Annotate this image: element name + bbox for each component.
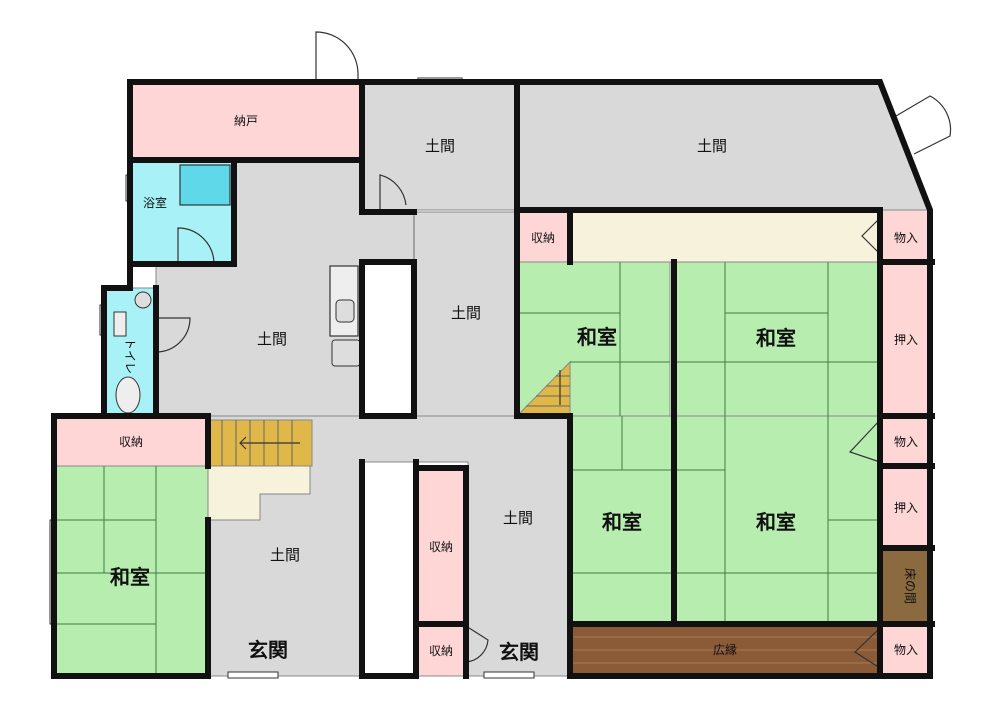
label-doma-south: 土間	[503, 509, 533, 527]
door-swing-monoire1	[861, 217, 881, 255]
label-washitsu-ne-small: 和室	[577, 325, 617, 349]
label-doma-center: 土間	[451, 304, 481, 322]
walls	[51, 79, 935, 679]
label-genkan-west: 玄関	[248, 638, 288, 662]
bathtub-icon	[179, 164, 231, 206]
label-doma-top-mid: 土間	[425, 137, 455, 155]
label-monoire-3: 物入	[894, 643, 918, 657]
washitsu-ne-large-fill	[673, 261, 881, 417]
sink-icon	[335, 299, 355, 323]
door-swing-monoire3	[854, 627, 881, 669]
toilet-tank-icon	[113, 311, 127, 337]
label-washitsu-west: 和室	[110, 565, 150, 589]
stair-steps	[221, 370, 570, 466]
label-hiroen: 広縁	[713, 642, 737, 657]
label-washitsu-s-large: 和室	[756, 510, 796, 534]
label-doma-sw: 土間	[270, 546, 300, 564]
toilet-bowl-icon	[115, 376, 141, 414]
label-storage-center: 収納	[429, 540, 453, 554]
toilet-sink-icon	[134, 291, 152, 309]
label-oshiire-1: 押入	[894, 333, 918, 347]
room-labels: 納戸 土間 土間 浴室 土間 土間 トイレ 収納 和室 和室 物入 押入 収納 …	[110, 114, 918, 664]
label-toilet: トイレ	[123, 338, 137, 374]
label-doma-main: 土間	[257, 330, 287, 348]
door-swing-bath	[177, 227, 215, 265]
nando-fill	[129, 81, 363, 161]
tatami-lines	[54, 262, 880, 676]
label-nando: 納戸	[234, 114, 258, 128]
label-storage-bottom: 収納	[429, 644, 453, 658]
washbasin-icon	[331, 339, 361, 367]
engawa-boards	[570, 636, 880, 664]
hallway-fill	[569, 209, 881, 263]
label-monoire-1: 物入	[894, 231, 918, 245]
label-tokonoma: 床の間	[903, 568, 917, 604]
door-swing-top	[315, 31, 359, 82]
doma-top-mid-fill	[361, 81, 518, 211]
door-swing-storage-bottom	[465, 625, 489, 663]
label-washitsu-ne-large: 和室	[756, 326, 796, 350]
label-washitsu-s-small: 和室	[602, 510, 642, 534]
label-storage-right-top: 収納	[531, 231, 555, 245]
storage-bottom-fill	[415, 623, 467, 677]
label-oshiire-2: 押入	[894, 501, 918, 515]
monoire-2-fill	[879, 415, 933, 467]
door-swings	[155, 31, 952, 669]
door-swing-monoire2	[848, 419, 881, 463]
label-doma-top-right: 土間	[697, 137, 727, 155]
door-swing-doma-top	[379, 174, 407, 210]
label-monoire-2: 物入	[894, 435, 918, 449]
door-swing-northeast	[895, 95, 952, 155]
storage-areas	[53, 81, 933, 677]
tokonoma-fill	[879, 547, 933, 625]
label-storage-left: 収納	[119, 435, 143, 449]
monoire-1-fill	[879, 209, 933, 263]
monoire-3-fill	[879, 623, 933, 677]
door-swing-toilet	[155, 317, 191, 353]
label-bath: 浴室	[143, 195, 167, 210]
label-genkan-east: 玄関	[499, 640, 539, 664]
